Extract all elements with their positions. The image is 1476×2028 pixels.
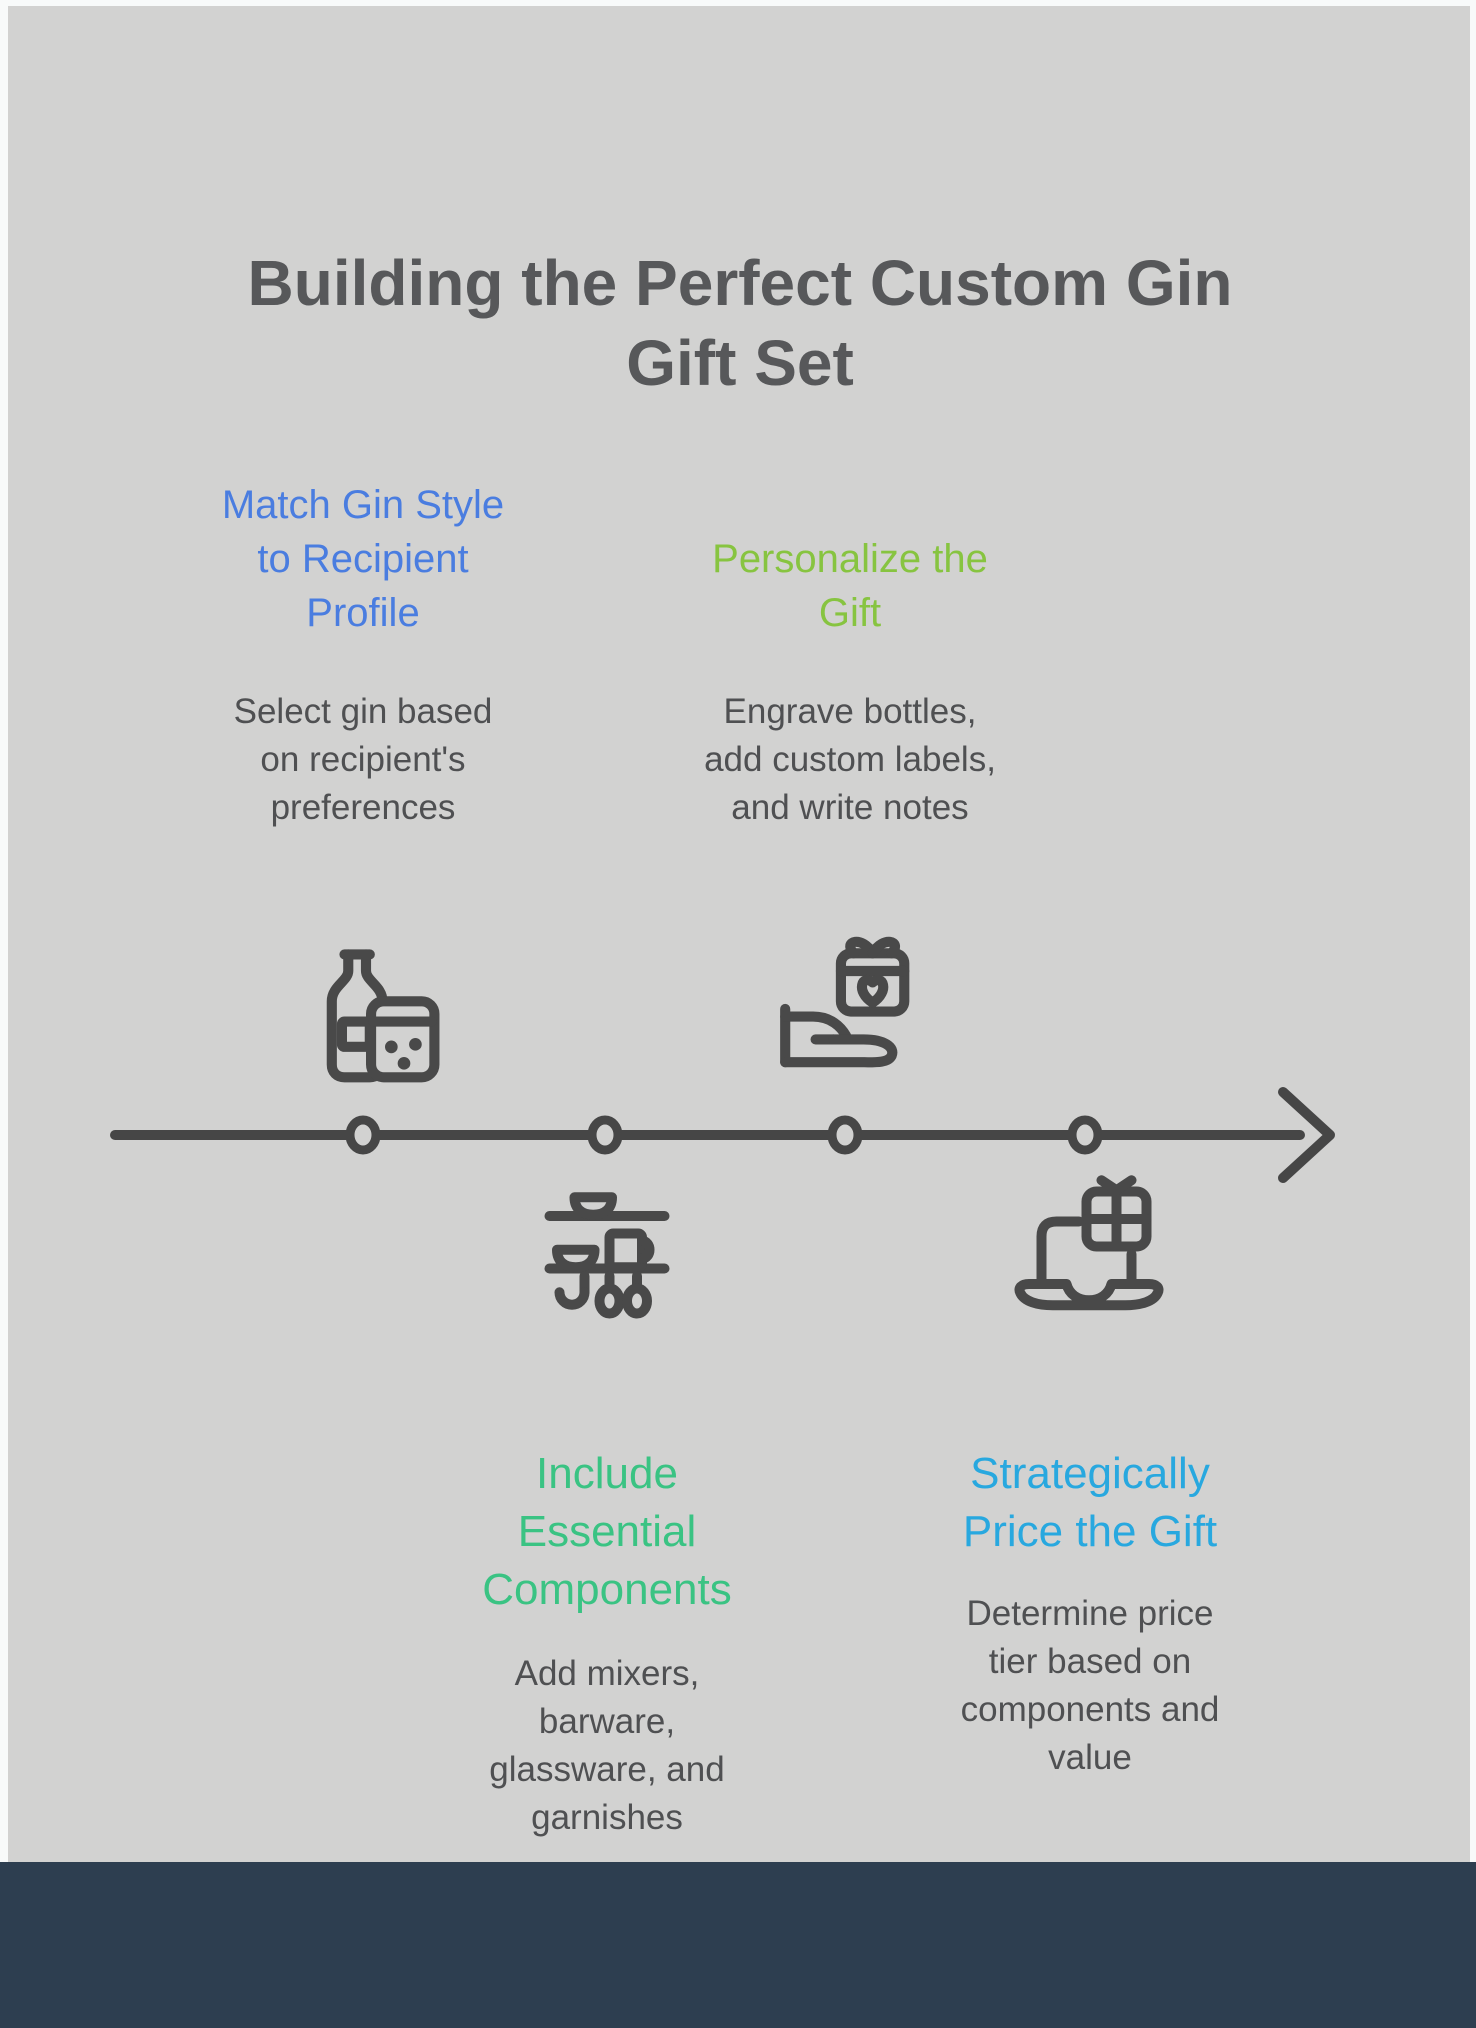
step4-description: Determine price tier based on components…: [960, 1594, 1220, 1777]
footer-bar: [0, 1862, 1476, 2028]
background-panel: [8, 6, 1470, 2028]
barware-shelf-icon: [532, 1176, 682, 1326]
laptop-with-gift-icon: [1014, 1174, 1164, 1324]
gin-bottle-and-glass-icon: [290, 943, 442, 1095]
step2-heading: Personalize the Gift: [712, 537, 988, 635]
step4-heading: Strategically Price the Gift: [962, 1449, 1218, 1556]
step3-heading: Include Essential Components: [482, 1449, 732, 1614]
step1-heading: Match Gin Style to Recipient Profile: [221, 483, 505, 635]
page-title: Building the Perfect Custom Gin Gift Set: [247, 246, 1233, 399]
hand-holding-gift-icon: [770, 933, 922, 1085]
timeline-arrow: [110, 1087, 1335, 1183]
step3-description: Add mixers, barware, glassware, and garn…: [489, 1654, 725, 1837]
step1-description: Select gin based on recipient's preferen…: [233, 692, 493, 827]
step2-description: Engrave bottles, add custom labels, and …: [704, 692, 996, 827]
